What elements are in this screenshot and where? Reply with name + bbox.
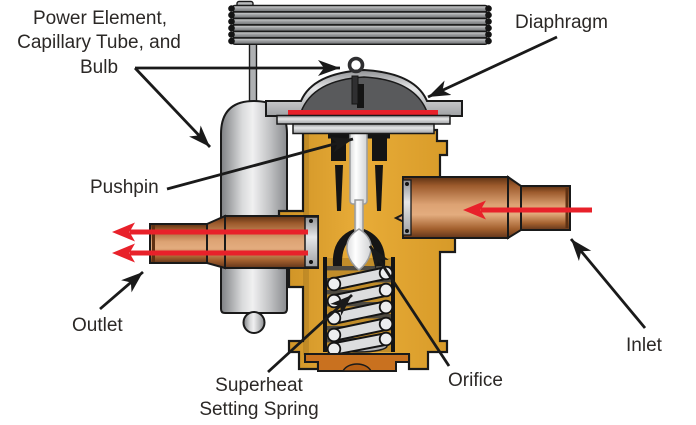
coil-tube: [231, 24, 489, 33]
orifice-arrow: [368, 245, 451, 367]
coil-tube: [231, 4, 489, 13]
superheat-spring-label: Setting Spring: [199, 399, 318, 420]
spring-turn: [327, 266, 393, 291]
valve-pin-tip: [346, 228, 372, 271]
inlet-label: Inlet: [626, 335, 663, 356]
orifice-label: Orifice: [448, 370, 503, 391]
spring-turn: [327, 317, 393, 342]
pushpin-arrow: [166, 136, 354, 191]
bulb-arrow: [133, 67, 212, 148]
coil-tube: [231, 17, 489, 26]
pushpin-rod: [346, 123, 372, 271]
outlet-fitting-ring: [304, 216, 319, 268]
bulb-body: [220, 99, 288, 314]
diaphragm-membrane: [288, 110, 438, 116]
capillary-tube-coil: [228, 0, 492, 108]
spring-turn: [327, 332, 393, 356]
leader-lines: [99, 35, 647, 374]
spring-turn: [327, 300, 393, 325]
diaphragm-assembly: [265, 56, 463, 135]
outlet-arrow: [99, 270, 144, 311]
superheat-spring-arrow: [267, 293, 353, 374]
coil-tubes: [231, 4, 489, 46]
coil-tube: [231, 37, 489, 46]
pushpin-label: Pushpin: [90, 177, 159, 198]
superheat-spring-label: Superheat: [215, 375, 303, 396]
cap-boss: [341, 363, 373, 372]
superheat-spring: [326, 265, 394, 357]
inlet-arrow: [569, 238, 647, 329]
power-element-label: Power Element,: [33, 8, 167, 29]
diaphragm-flange-lower: [292, 123, 435, 135]
coil-tube: [231, 11, 489, 20]
diaphragm-flange-upper: [276, 114, 451, 125]
power-element-label: Capillary Tube, and: [17, 32, 181, 53]
outlet-flow-arrowhead-icon: [112, 222, 135, 242]
bulb-tip: [242, 311, 266, 334]
flow-arrows: [112, 200, 592, 263]
inlet-fitting-ring: [402, 179, 412, 236]
capillary-fitting: [347, 56, 365, 105]
labels: Power Element, Capillary Tube, and Bulb …: [17, 8, 662, 420]
spring-wire-ends: [326, 265, 394, 357]
outlet-flow-arrowhead-icon: [112, 243, 135, 263]
outlet-pipe: [149, 214, 319, 270]
power-element-label: Bulb: [80, 57, 118, 78]
adjustment-cap: [304, 353, 410, 372]
diaphragm-pin: [357, 84, 364, 108]
diaphragm-label: Diaphragm: [515, 12, 608, 33]
coil-end-caps: [228, 5, 492, 45]
diaphragm-arrow: [427, 35, 558, 99]
inlet-flow-arrowhead-icon: [463, 200, 486, 220]
coil-tube: [231, 30, 489, 39]
outlet-label: Outlet: [72, 315, 123, 336]
